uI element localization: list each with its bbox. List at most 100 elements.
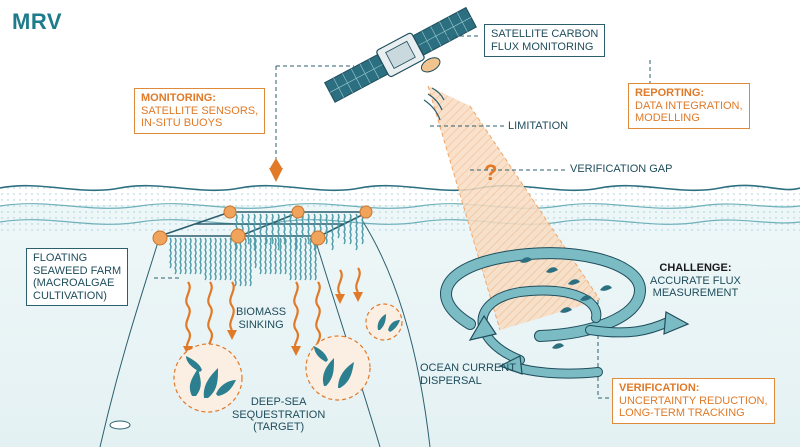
- seaweed-strand: [179, 237, 182, 275]
- farm-label: FLOATING SEAWEED FARM (MACROALGAE CULTIV…: [26, 248, 129, 306]
- seaweed-strand: [229, 237, 232, 281]
- monitoring-line-1: SATELLITE SENSORS,: [141, 104, 259, 117]
- biomass-line-1: BIOMASS: [236, 306, 287, 318]
- seaweed-strand: [247, 213, 250, 245]
- seaweed-strand: [355, 213, 358, 251]
- seaweed-strand: [269, 237, 272, 275]
- seaweed-strand: [234, 237, 237, 287]
- farm-line-4: CULTIVATION): [33, 289, 107, 302]
- seaweed-strand: [174, 237, 177, 275]
- sequestration-label: DEEP-SEA SEQUESTRATION (TARGET): [232, 396, 325, 434]
- monitoring-label: MONITORING: SATELLITE SENSORS, IN-SITU B…: [134, 88, 266, 134]
- challenge-line-1: ACCURATE FLUX: [650, 274, 741, 287]
- seaweed-strand: [294, 237, 297, 281]
- seaweed-strand: [325, 213, 328, 245]
- surface-band: [0, 185, 800, 234]
- verification-gap-label: VERIFICATION GAP: [570, 163, 673, 175]
- challenge-label: CHALLENGE: ACCURATE FLUX MEASUREMENT: [650, 262, 741, 300]
- seaweed-strand: [194, 237, 197, 275]
- verification-label: VERIFICATION: UNCERTAINTY REDUCTION, LON…: [612, 378, 775, 424]
- verification-line-2: LONG-TERM TRACKING: [619, 407, 745, 419]
- seaweed-strand: [249, 237, 252, 287]
- seaweed-strand: [304, 237, 307, 281]
- monitoring-arrow-head: [269, 168, 283, 182]
- verification-line-1: UNCERTAINTY REDUCTION,: [619, 394, 768, 407]
- challenge-line-2: MEASUREMENT: [652, 287, 739, 299]
- satellite-icon: [323, 6, 477, 103]
- ocean-line-1: OCEAN CURRENT: [420, 362, 516, 374]
- monitoring-line-2: IN-SITU BUOYS: [141, 117, 223, 129]
- seaweed-strand: [274, 237, 277, 275]
- seaweed-strand: [265, 213, 268, 245]
- sequestration-line-2: SEQUESTRATION: [232, 408, 326, 421]
- satellite-label-line-1: SATELLITE CARBON: [491, 28, 599, 40]
- ocean-current-icon: [440, 247, 690, 379]
- satellite-label-line-2: FLUX MONITORING: [491, 40, 594, 53]
- biomass-line-2: SINKING: [238, 318, 284, 331]
- seaweed-strand: [253, 213, 256, 251]
- seaweed-strand: [337, 213, 340, 239]
- reporting-label: REPORTING: DATA INTEGRATION, MODELLING: [628, 83, 750, 129]
- seaweed-strand: [301, 213, 304, 239]
- seaweed-strand: [254, 237, 257, 269]
- seaweed-strand: [309, 237, 312, 281]
- ocean-line-2: DISPERSAL: [420, 374, 482, 387]
- seaweed-strand: [343, 213, 346, 245]
- signal-wave-icon: [423, 87, 445, 121]
- limitation-label: LIMITATION: [508, 120, 569, 132]
- farm-line-3: (MACROALGAE: [33, 277, 115, 289]
- wave-line-3: [0, 219, 800, 225]
- satellite-label: SATELLITE CARBON FLUX MONITORING: [484, 24, 606, 57]
- page-title: MRV: [12, 9, 62, 34]
- sinking-arrow-icon: [185, 267, 361, 349]
- seaweed-strand: [209, 237, 212, 281]
- seaweed-strand: [199, 237, 202, 275]
- seaweed-strand: [239, 237, 242, 287]
- seaweed-strand: [283, 213, 286, 245]
- connector-lines: [154, 35, 651, 399]
- seaweed-strand: [219, 237, 222, 281]
- reporting-line-2: MODELLING: [635, 112, 700, 124]
- seaweed-strand: [259, 213, 262, 239]
- seaweed-strand: [169, 237, 172, 269]
- wave-line-1: [0, 184, 800, 192]
- wave-line-2: [0, 203, 800, 209]
- seaweed-strand: [204, 237, 207, 281]
- seaweed-strand: [214, 237, 217, 281]
- seaweed-strand: [295, 213, 298, 251]
- anchor-icon: [109, 420, 131, 430]
- seaweed-strand: [289, 237, 292, 281]
- seaweed-strand: [331, 213, 334, 251]
- seaweed-strand: [264, 237, 267, 275]
- seaweed-strand: [244, 237, 247, 287]
- seaweed-cluster-icon: [173, 303, 403, 413]
- monitoring-arrow: [270, 158, 282, 168]
- seaweed-strand: [259, 237, 262, 275]
- verification-heading: VERIFICATION:: [619, 382, 700, 394]
- seaweed-strand: [361, 213, 364, 245]
- ocean-current-label: OCEAN CURRENT DISPERSAL: [420, 362, 516, 387]
- challenge-heading: CHALLENGE:: [659, 262, 732, 274]
- farm-line-2: SEAWEED FARM: [33, 264, 122, 277]
- beam-outline: [427, 85, 601, 331]
- seaweed-strand: [271, 213, 274, 245]
- seaweed-strand: [184, 237, 187, 275]
- seaweed-strand: [289, 213, 292, 245]
- reporting-heading: REPORTING:: [635, 87, 705, 99]
- seaweed-strand: [349, 213, 352, 245]
- biomass-label: BIOMASS SINKING: [236, 306, 286, 331]
- sequestration-line-3: (TARGET): [253, 421, 305, 433]
- question-mark: ?: [484, 160, 498, 185]
- seaweed-strand: [277, 213, 280, 251]
- buoy-icon: [152, 205, 373, 246]
- seaweed-strand: [299, 237, 302, 281]
- seaweed-strand: [279, 237, 282, 275]
- seaweed-strand: [224, 237, 227, 281]
- reporting-line-1: DATA INTEGRATION,: [635, 99, 743, 112]
- seaweed-strand: [189, 237, 192, 275]
- seaweed-strand: [307, 213, 310, 245]
- monitoring-heading: MONITORING:: [141, 92, 216, 104]
- seaweed-strand: [284, 237, 287, 275]
